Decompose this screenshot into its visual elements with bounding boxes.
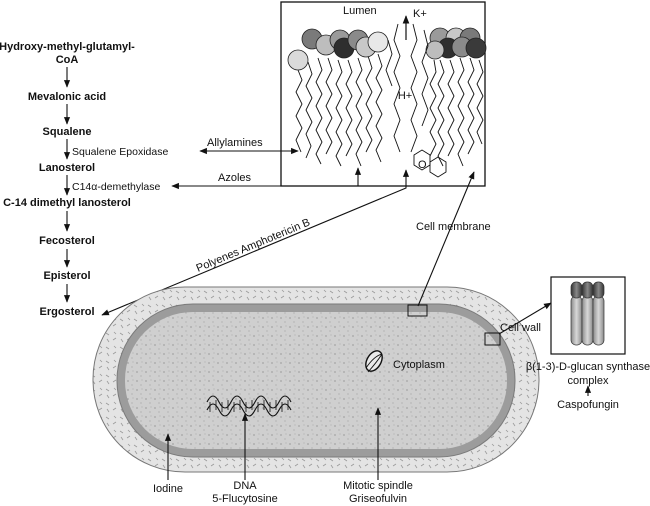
- step-c14-dimethyl-lanosterol: C-14 dimethyl lanosterol: [3, 197, 131, 209]
- lipid-heads-right: [425, 27, 487, 60]
- step-squalene: Squalene: [43, 126, 92, 138]
- membrane-inset: Lumen: [280, 1, 487, 187]
- lipid-tails: [295, 53, 484, 167]
- dna-helix: [206, 395, 292, 417]
- step-fecosterol: Fecosterol: [39, 235, 95, 247]
- step-ergosterol: Ergosterol: [39, 306, 94, 318]
- step-hmg-coa-line2: CoA: [56, 54, 79, 66]
- enzyme-c14-demethylase: C14α-demethylase: [72, 181, 161, 193]
- glucan-synthase-line2: complex: [568, 375, 609, 387]
- polyenes-label: Polyenes Amphotericin B: [195, 217, 312, 275]
- ergosterol-pathway: Hydroxy-methyl-glutamyl- CoA Mevalonic a…: [0, 41, 168, 318]
- cell-membrane-arrow: [417, 171, 475, 307]
- lipid-heads-left: [287, 28, 389, 71]
- k-ion-label: K+: [413, 8, 427, 20]
- cell-membrane-label: Cell membrane: [416, 221, 491, 233]
- cytoplasm-label: Cytoplasm: [393, 359, 445, 371]
- azoles-label: Azoles: [218, 172, 252, 184]
- step-episterol: Episterol: [43, 270, 90, 282]
- flucytosine-label: 5-Flucytosine: [212, 493, 277, 505]
- glucan-synthase-line1: β(1-3)-D-glucan synthase: [526, 361, 650, 373]
- polyene-channel: [385, 23, 447, 178]
- step-hmg-coa-line1: Hydroxy-methyl-glutamyl-: [0, 41, 135, 53]
- allylamines-label: Allylamines: [207, 137, 263, 149]
- membrane-zoom-box: [407, 304, 428, 317]
- mitotic-spindle-label: Mitotic spindle: [343, 480, 413, 492]
- cell-wall-arrow: [498, 302, 552, 335]
- cell-wall-label: Cell wall: [500, 322, 541, 334]
- mitotic-spindle-icon: [365, 350, 383, 373]
- step-mevalonic-acid: Mevalonic acid: [28, 91, 106, 103]
- iodine-label: Iodine: [153, 483, 183, 495]
- cytoplasm-area: [125, 312, 507, 449]
- glucan-synthase-icon: [570, 281, 605, 346]
- step-lanosterol: Lanosterol: [39, 162, 95, 174]
- enzyme-squalene-epoxidase: Squalene Epoxidase: [72, 146, 168, 158]
- dna-label: DNA: [233, 480, 257, 492]
- wall-zoom-box: [484, 332, 501, 346]
- glucan-synthase-inset: β(1-3)-D-glucan synthase complex Caspofu…: [526, 276, 650, 411]
- h-ion-label: H+: [398, 90, 412, 102]
- oxygen-label: O: [418, 159, 427, 171]
- lumen-label: Lumen: [343, 5, 377, 17]
- polyenes-arrow: [101, 169, 410, 316]
- griseofulvin-label: Griseofulvin: [349, 493, 407, 505]
- fungal-cell: Cytoplasm: [92, 286, 540, 473]
- caspofungin-label: Caspofungin: [557, 399, 619, 411]
